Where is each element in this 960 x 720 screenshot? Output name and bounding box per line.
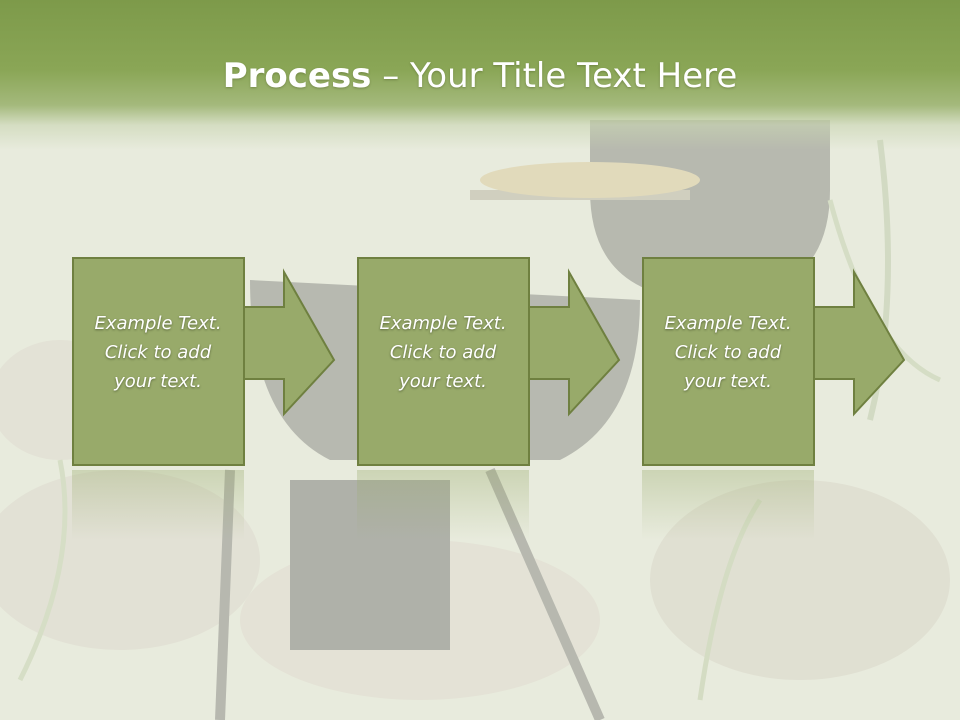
step-3-line-3: your text. bbox=[684, 371, 772, 392]
step-1-line-3: your text. bbox=[114, 371, 202, 392]
step-3-text[interactable]: Example Text. Click to add your text. bbox=[642, 309, 814, 396]
step-2-text[interactable]: Example Text. Click to add your text. bbox=[357, 309, 529, 396]
step-3-line-2: Click to add bbox=[674, 342, 782, 363]
process-step-2[interactable]: Example Text. Click to add your text. bbox=[357, 257, 647, 467]
step-1-line-2: Click to add bbox=[104, 342, 212, 363]
step-1-shape bbox=[72, 257, 336, 466]
step-2-shape bbox=[357, 257, 621, 466]
step-3-line-1: Example Text. bbox=[664, 313, 792, 334]
step-3-shape bbox=[642, 257, 906, 466]
process-step-3[interactable]: Example Text. Click to add your text. bbox=[642, 257, 932, 467]
title-bold: Process bbox=[222, 56, 372, 96]
title-bar bbox=[0, 0, 960, 150]
step-2-line-1: Example Text. bbox=[379, 313, 507, 334]
step-1-line-1: Example Text. bbox=[94, 313, 222, 334]
step-1-text[interactable]: Example Text. Click to add your text. bbox=[72, 309, 244, 396]
slide-title[interactable]: Process – Your Title Text Here bbox=[0, 52, 960, 100]
step-1-reflection bbox=[72, 470, 244, 540]
process-step-1[interactable]: Example Text. Click to add your text. bbox=[72, 257, 362, 467]
title-rest: – Your Title Text Here bbox=[371, 56, 738, 96]
step-3-reflection bbox=[642, 470, 814, 540]
step-2-line-3: your text. bbox=[399, 371, 487, 392]
step-2-line-2: Click to add bbox=[389, 342, 497, 363]
step-2-reflection bbox=[357, 470, 529, 540]
